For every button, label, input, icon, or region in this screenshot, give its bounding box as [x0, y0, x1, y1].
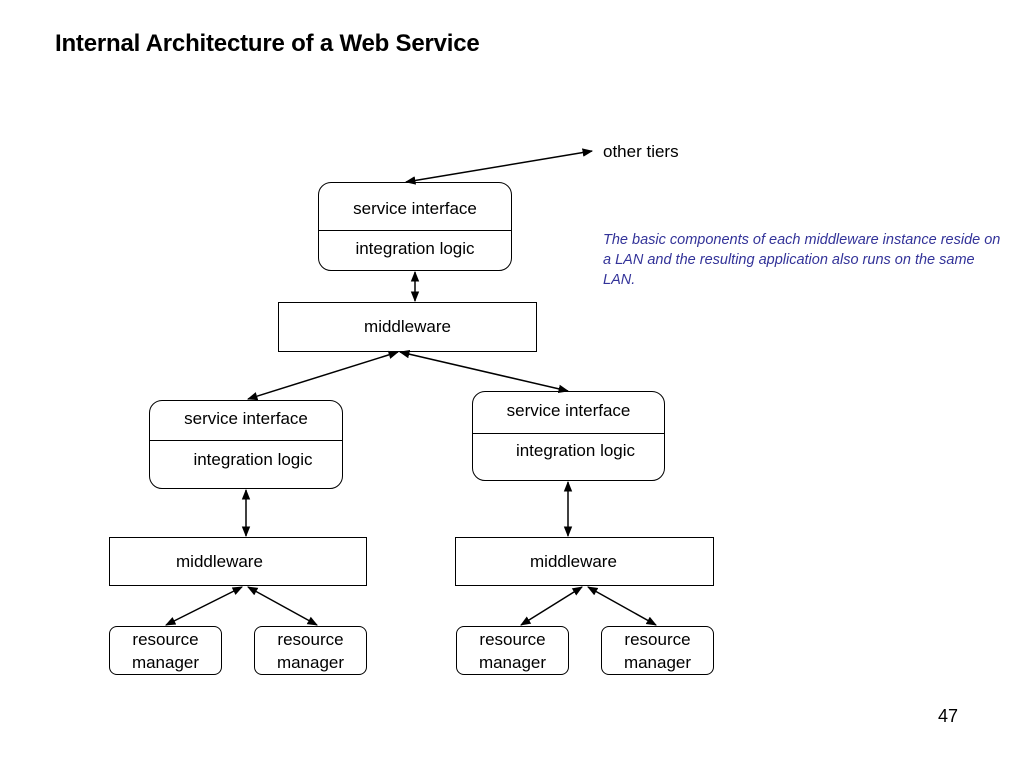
- left-resource-manager-2: resource manager: [254, 626, 367, 675]
- right-resource-manager-2: resource manager: [601, 626, 714, 675]
- top-service-divider: [319, 230, 511, 231]
- arrow-middleware-to-right-service: [398, 350, 570, 393]
- top-service-interface-label: service interface: [353, 199, 477, 218]
- right-integration-logic-label: integration logic: [515, 441, 636, 460]
- page-number: 47: [938, 706, 959, 726]
- top-integration-logic-label: integration logic: [355, 239, 475, 258]
- arrow-other-tiers: [404, 148, 594, 185]
- right-service-interface-label: service interface: [506, 401, 631, 420]
- arrow-right-mw-to-rm1: [520, 586, 583, 626]
- other-tiers-label: other tiers: [603, 142, 679, 161]
- left-integration-logic-label: integration logic: [193, 450, 313, 469]
- left-service-box: service interface integration logic: [149, 400, 343, 489]
- left-resource-manager-1: resource manager: [109, 626, 222, 675]
- left-service-interface-label: service interface: [184, 409, 308, 428]
- top-service-box: service interface integration logic: [318, 182, 512, 271]
- resource-manager-line2: manager: [623, 653, 692, 672]
- resource-manager-line1: resource: [277, 630, 344, 649]
- resource-manager-line1: resource: [624, 630, 691, 649]
- left-middleware-box: middleware: [109, 537, 367, 586]
- resource-manager-line1: resource: [479, 630, 546, 649]
- right-middleware-box: middleware: [455, 537, 714, 586]
- slide-title: Internal Architecture of a Web Service: [55, 30, 480, 57]
- right-service-divider: [473, 433, 664, 434]
- right-resource-manager-1: resource manager: [456, 626, 569, 675]
- arrow-right-mw-to-rm2: [587, 586, 657, 626]
- left-service-divider: [150, 440, 342, 441]
- resource-manager-line2: manager: [478, 653, 547, 672]
- arrow-left-mw-to-rm2: [247, 586, 318, 626]
- resource-manager-line2: manager: [276, 653, 345, 672]
- resource-manager-line2: manager: [131, 653, 200, 672]
- right-service-box: service interface integration logic: [472, 391, 665, 481]
- arrow-middleware-to-left-service: [246, 350, 400, 401]
- arrow-left-mw-to-rm1: [165, 586, 243, 626]
- resource-manager-line1: resource: [132, 630, 199, 649]
- note-text: The basic components of each middleware …: [603, 232, 1001, 288]
